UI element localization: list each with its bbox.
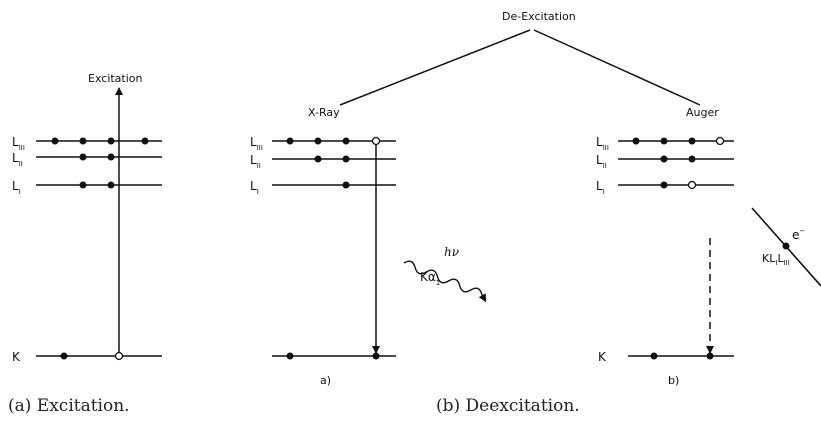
xray-title: X-Ray [308, 106, 340, 119]
xray-label-l3: LIII [250, 135, 263, 152]
excitation-title: Excitation [88, 72, 143, 85]
electron-dot [660, 137, 668, 145]
electron-dot [632, 137, 640, 145]
xray-subpanel: X-Ray LIII LII LI [250, 106, 487, 387]
deexcitation-title: De-Excitation [502, 10, 576, 23]
electron-dot [342, 137, 350, 145]
vacancy-hole [715, 136, 725, 146]
electron-dot [314, 155, 322, 163]
auger-label-k: K [598, 350, 607, 364]
electron-dot [286, 137, 294, 145]
electron-dot [342, 181, 350, 189]
electron-dot [372, 352, 380, 360]
branch-line-xray [339, 29, 531, 106]
excitation-label-l3: LIII [12, 135, 25, 152]
electron-dot [650, 352, 658, 360]
electron-dot [286, 352, 294, 360]
caption-deexcitation: (b) Deexcitation. [436, 396, 580, 416]
vacancy-hole [371, 136, 381, 146]
electron-dot [79, 137, 87, 145]
auger-electron-dot [782, 242, 790, 250]
auger-panel-label: b) [668, 374, 679, 387]
vacancy-hole [687, 180, 697, 190]
photon-wave [403, 260, 487, 303]
xray-label-l1: LI [250, 179, 259, 196]
electron-dot [51, 137, 59, 145]
excitation-label-l1: LI [12, 179, 21, 196]
deexcitation-panel: De-Excitation X-Ray LIII LII LI [250, 10, 821, 387]
electron-dot [688, 137, 696, 145]
photon-energy-label: hν [444, 245, 459, 259]
excitation-panel: Excitation LIII LII LI K [12, 72, 162, 364]
electron-dot [107, 137, 115, 145]
xray-label-l2: LII [250, 153, 261, 170]
electron-dot [141, 137, 149, 145]
auger-title: Auger [686, 106, 719, 119]
electron-dot [79, 181, 87, 189]
xray-line-label: Kα1 [420, 270, 440, 287]
excitation-label-l2: LII [12, 151, 23, 168]
vacancy-hole [114, 351, 124, 361]
electron-dot [342, 155, 350, 163]
auger-label-l3: LIII [596, 135, 609, 152]
excitation-label-k: K [12, 350, 21, 364]
electron-dot [660, 155, 668, 163]
auger-electron-label: e− [792, 227, 805, 242]
auger-transition-label: KLILIII [762, 252, 790, 267]
xray-panel-label: a) [320, 374, 331, 387]
electron-dot [660, 181, 668, 189]
electron-dot [107, 153, 115, 161]
electron-dot [688, 155, 696, 163]
auger-label-l1: LI [596, 179, 605, 196]
electron-dot [107, 181, 115, 189]
auger-label-l2: LII [596, 153, 607, 170]
electron-dot [79, 153, 87, 161]
auger-subpanel: Auger LIII LII LI K [596, 106, 821, 387]
caption-excitation: (a) Excitation. [8, 396, 130, 416]
electron-dot [314, 137, 322, 145]
branch-line-auger [533, 29, 701, 106]
electron-dot [706, 352, 714, 360]
electron-dot [60, 352, 68, 360]
